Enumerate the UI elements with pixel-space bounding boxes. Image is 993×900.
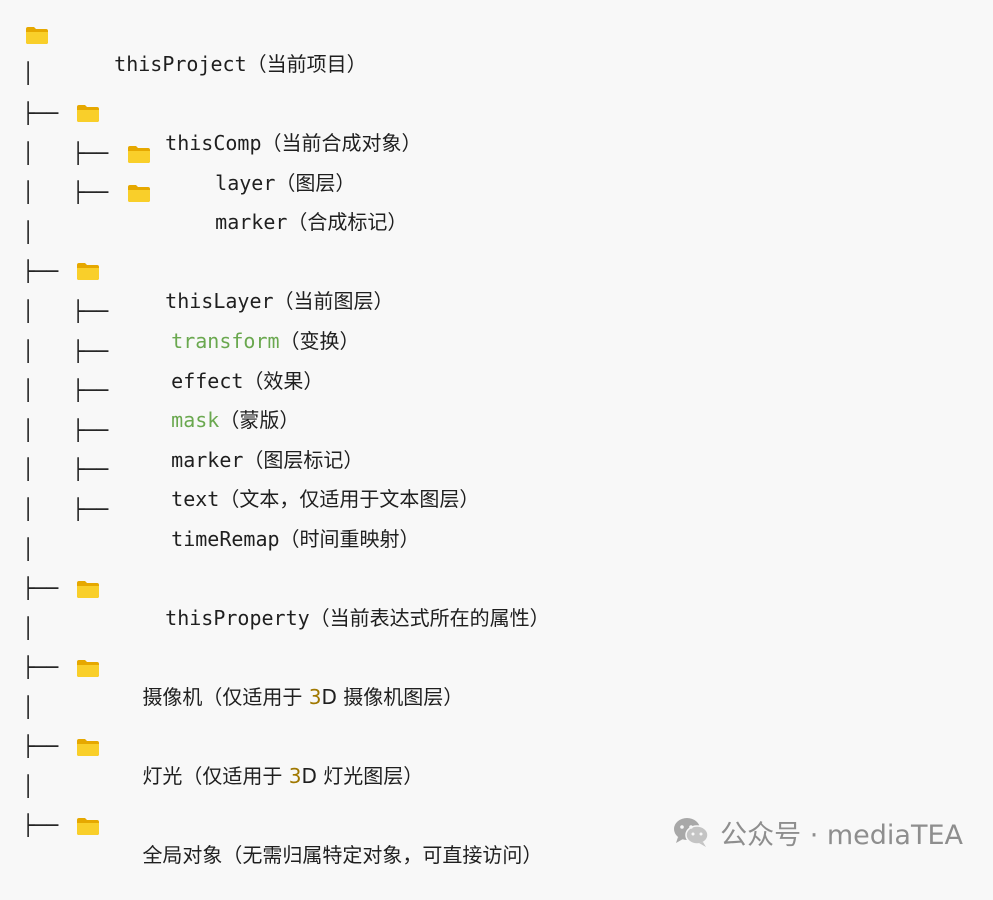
tree-node-global: 全局对象（无需归属特定对象，可直接访问） [142,843,543,867]
pipe: │ [22,418,35,442]
pipe: │ [22,61,35,85]
tree-node-thisLayer: thisLayer（当前图层） [165,289,394,313]
branch-connector: ├── [72,497,109,521]
folder-icon [127,145,151,164]
branch-connector: ├── [22,576,59,600]
tree-node-timeRemap: timeRemap（时间重映射） [171,527,420,551]
pipe: │ [22,497,35,521]
folder-icon [76,580,100,599]
tree-node-light: 灯光（仅适用于 3D 灯光图层） [142,764,424,788]
pipe: │ [22,339,35,363]
pipe: │ [22,695,35,719]
tree-node-thisProperty: thisProperty（当前表达式所在的属性） [165,606,550,630]
branch-connector: ├── [22,734,59,758]
tree-node-thisProject: thisProject（当前项目） [114,52,367,76]
branch-connector: ├── [22,101,59,125]
pipe: │ [22,616,35,640]
pipe: │ [22,220,35,244]
branch-connector: ├── [72,299,109,323]
pipe: │ [22,457,35,481]
pipe: │ [22,141,35,165]
tree-node-mask: mask（蒙版） [171,408,300,432]
branch-connector: ├── [72,339,109,363]
folder-icon [76,738,100,757]
tree-node-thisComp: thisComp（当前合成对象） [165,131,422,155]
tree-node-text: text（文本，仅适用于文本图层） [171,487,480,511]
pipe: │ [22,378,35,402]
wechat-icon [672,816,710,848]
branch-connector: ├── [22,259,59,283]
branch-connector: ├── [22,655,59,679]
tree-node-camera: 摄像机（仅适用于 3D 摄像机图层） [142,685,464,709]
branch-connector: ├── [72,180,109,204]
pipe: │ [22,537,35,561]
tree-node-layer: layer（图层） [215,171,356,195]
folder-icon [127,184,151,203]
tree-node-comp-marker: marker（合成标记） [215,210,408,234]
tree-node-effect: effect（效果） [171,369,324,393]
folder-icon [76,104,100,123]
branch-connector: ├── [72,418,109,442]
pipe: │ [22,180,35,204]
watermark: 公众号 · mediaTEA [672,816,963,851]
folder-icon [25,26,49,45]
tree-node-layer-marker: marker（图层标记） [171,448,364,472]
pipe: │ [22,774,35,798]
branch-connector: ├── [72,457,109,481]
project-tree: thisProject（当前项目） │ ├── thisComp（当前合成对象）… [22,26,550,867]
tree-node-transform: transform（变换） [171,329,360,353]
branch-connector: ├── [72,378,109,402]
folder-icon [76,262,100,281]
branch-connector: ├── [22,813,59,837]
pipe: │ [22,299,35,323]
branch-connector: ├── [72,141,109,165]
watermark-text: 公众号 · mediaTEA [720,819,963,851]
folder-icon [76,659,100,678]
folder-icon [76,817,100,836]
